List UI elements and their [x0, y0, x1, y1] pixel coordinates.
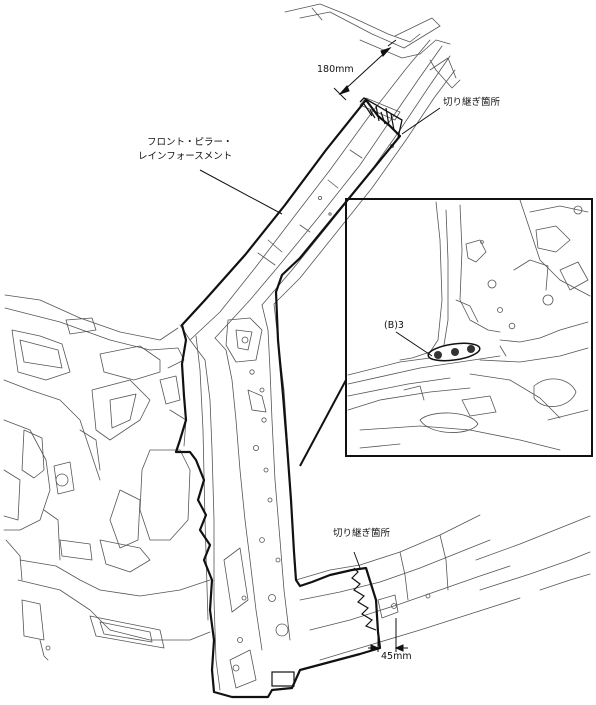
lower-cut-line — [351, 567, 377, 631]
leader-lines — [199, 107, 441, 569]
roof-rail-outline — [284, 3, 461, 89]
pillar-label-line2: レインフォースメント — [138, 151, 233, 162]
cowl-panel-outline — [3, 294, 211, 661]
detail-callout-label: (B)3 — [384, 320, 404, 331]
front-pillar-outline — [189, 39, 456, 341]
detail-inset-drawing — [347, 199, 591, 451]
upper-cut-band — [359, 97, 403, 139]
upper-cut-line — [363, 103, 395, 131]
sill-bracket — [271, 671, 295, 687]
upper-cut-label: 切り継ぎ箇所 — [443, 97, 501, 108]
spot-weld-marker — [427, 342, 481, 362]
upper-dimension-label: 180mm — [317, 64, 354, 75]
detail-inset-frame — [345, 198, 593, 457]
lower-cut-label: 切り継ぎ箇所 — [333, 528, 391, 539]
rocker-panel-outline — [295, 514, 591, 661]
pillar-body-outline — [179, 303, 296, 691]
pillar-label-line1: フロント・ピラー・ — [147, 137, 233, 148]
replacement-part-outline — [174, 98, 402, 699]
lower-dimension-label: 45mm — [381, 651, 412, 662]
detail-inset-leader — [299, 379, 347, 467]
upper-dimension — [333, 39, 397, 101]
lower-dimension — [368, 618, 408, 652]
